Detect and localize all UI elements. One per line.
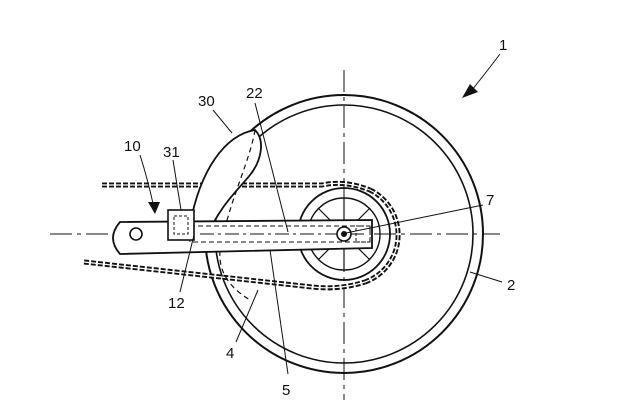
- arm: [112, 219, 373, 255]
- label-10: 10: [124, 138, 141, 155]
- leader-5: [269, 249, 289, 375]
- label-30: 30: [198, 93, 215, 110]
- label-12: 12: [168, 295, 185, 312]
- label-31: 31: [163, 144, 180, 161]
- label-1: 1: [499, 37, 507, 54]
- arrow-10-icon: [148, 202, 160, 214]
- chain-lower: [83, 259, 366, 291]
- leader-4: [235, 289, 259, 343]
- drop-end-hole: [129, 227, 143, 241]
- chain-guard: [189, 129, 262, 301]
- leader-30: [212, 109, 233, 134]
- leader-12: [179, 234, 195, 293]
- arrow-1-icon: [462, 84, 478, 98]
- chain-upper: [102, 180, 371, 193]
- leader-7: [345, 204, 484, 234]
- reference-labels: 1 2 4 5 7 10 12 22 30 31: [124, 37, 515, 399]
- chain-around-sprocket: [364, 187, 401, 285]
- hub-axle: [336, 225, 371, 243]
- leader-22: [254, 102, 289, 233]
- label-2: 2: [507, 277, 515, 294]
- label-4: 4: [226, 345, 234, 362]
- label-5: 5: [282, 382, 290, 399]
- leader-31: [172, 159, 182, 211]
- guard-clamp: [167, 209, 195, 241]
- leader-2: [469, 271, 503, 283]
- leader-10: [139, 154, 155, 209]
- label-22: 22: [246, 85, 263, 102]
- label-7: 7: [486, 192, 494, 209]
